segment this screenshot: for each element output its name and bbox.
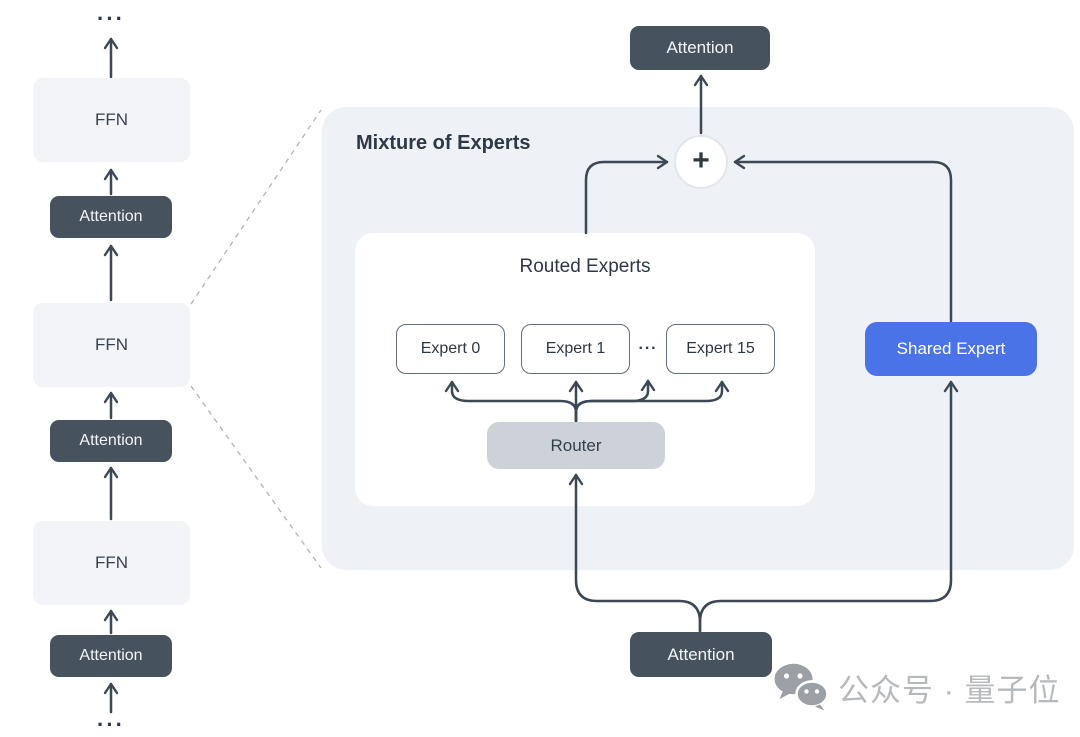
router-label: Router: [550, 435, 602, 455]
moe-attention-top: Attention: [630, 26, 770, 70]
ffn-block-2: FFN: [33, 303, 190, 387]
expert-0-box: Expert 0: [396, 324, 505, 374]
expert-15-label: Expert 15: [686, 340, 755, 357]
zoom-dash-top: [190, 109, 322, 305]
ffn-block-3-label: FFN: [94, 553, 129, 572]
ffn-block-2-label: FFN: [94, 335, 129, 354]
shared-expert-box: Shared Expert: [865, 322, 1037, 376]
expert-1-label: Expert 1: [545, 340, 606, 357]
wechat-icon: [774, 663, 828, 711]
moe-attention-top-label: Attention: [666, 38, 734, 57]
expert-1-box: Expert 1: [521, 324, 630, 374]
ffn-block-1-label: FFN: [94, 110, 129, 129]
attention-block-3-label: Attention: [79, 647, 143, 664]
routed-experts-title: Routed Experts: [519, 256, 651, 277]
router-box: Router: [487, 422, 665, 469]
moe-attention-bottom: Attention: [630, 632, 772, 677]
moe-attention-bottom-label: Attention: [667, 644, 735, 664]
stack-ellipsis-bottom: ···: [97, 712, 125, 737]
attention-block-1: Attention: [50, 196, 172, 238]
watermark-text: 公众号 · 量子位: [838, 672, 1061, 708]
attention-block-1-label: Attention: [79, 208, 143, 225]
expert-0-label: Expert 0: [420, 340, 481, 357]
watermark: 公众号 · 量子位: [774, 663, 1061, 711]
attention-block-2-label: Attention: [79, 432, 143, 449]
attention-block-3: Attention: [50, 635, 172, 677]
moe-panel-title: Mixture of Experts: [356, 132, 531, 154]
experts-ellipsis: ···: [638, 340, 658, 357]
attention-block-2: Attention: [50, 420, 172, 462]
stack-ellipsis-top: ···: [97, 6, 125, 31]
expert-15-box: Expert 15: [666, 324, 775, 374]
shared-expert-label: Shared Expert: [896, 339, 1006, 358]
sum-node: +: [674, 135, 728, 189]
zoom-dash-bottom: [190, 385, 322, 569]
ffn-block-3: FFN: [33, 521, 190, 605]
plus-icon: +: [692, 143, 710, 177]
ffn-block-1: FFN: [33, 78, 190, 162]
